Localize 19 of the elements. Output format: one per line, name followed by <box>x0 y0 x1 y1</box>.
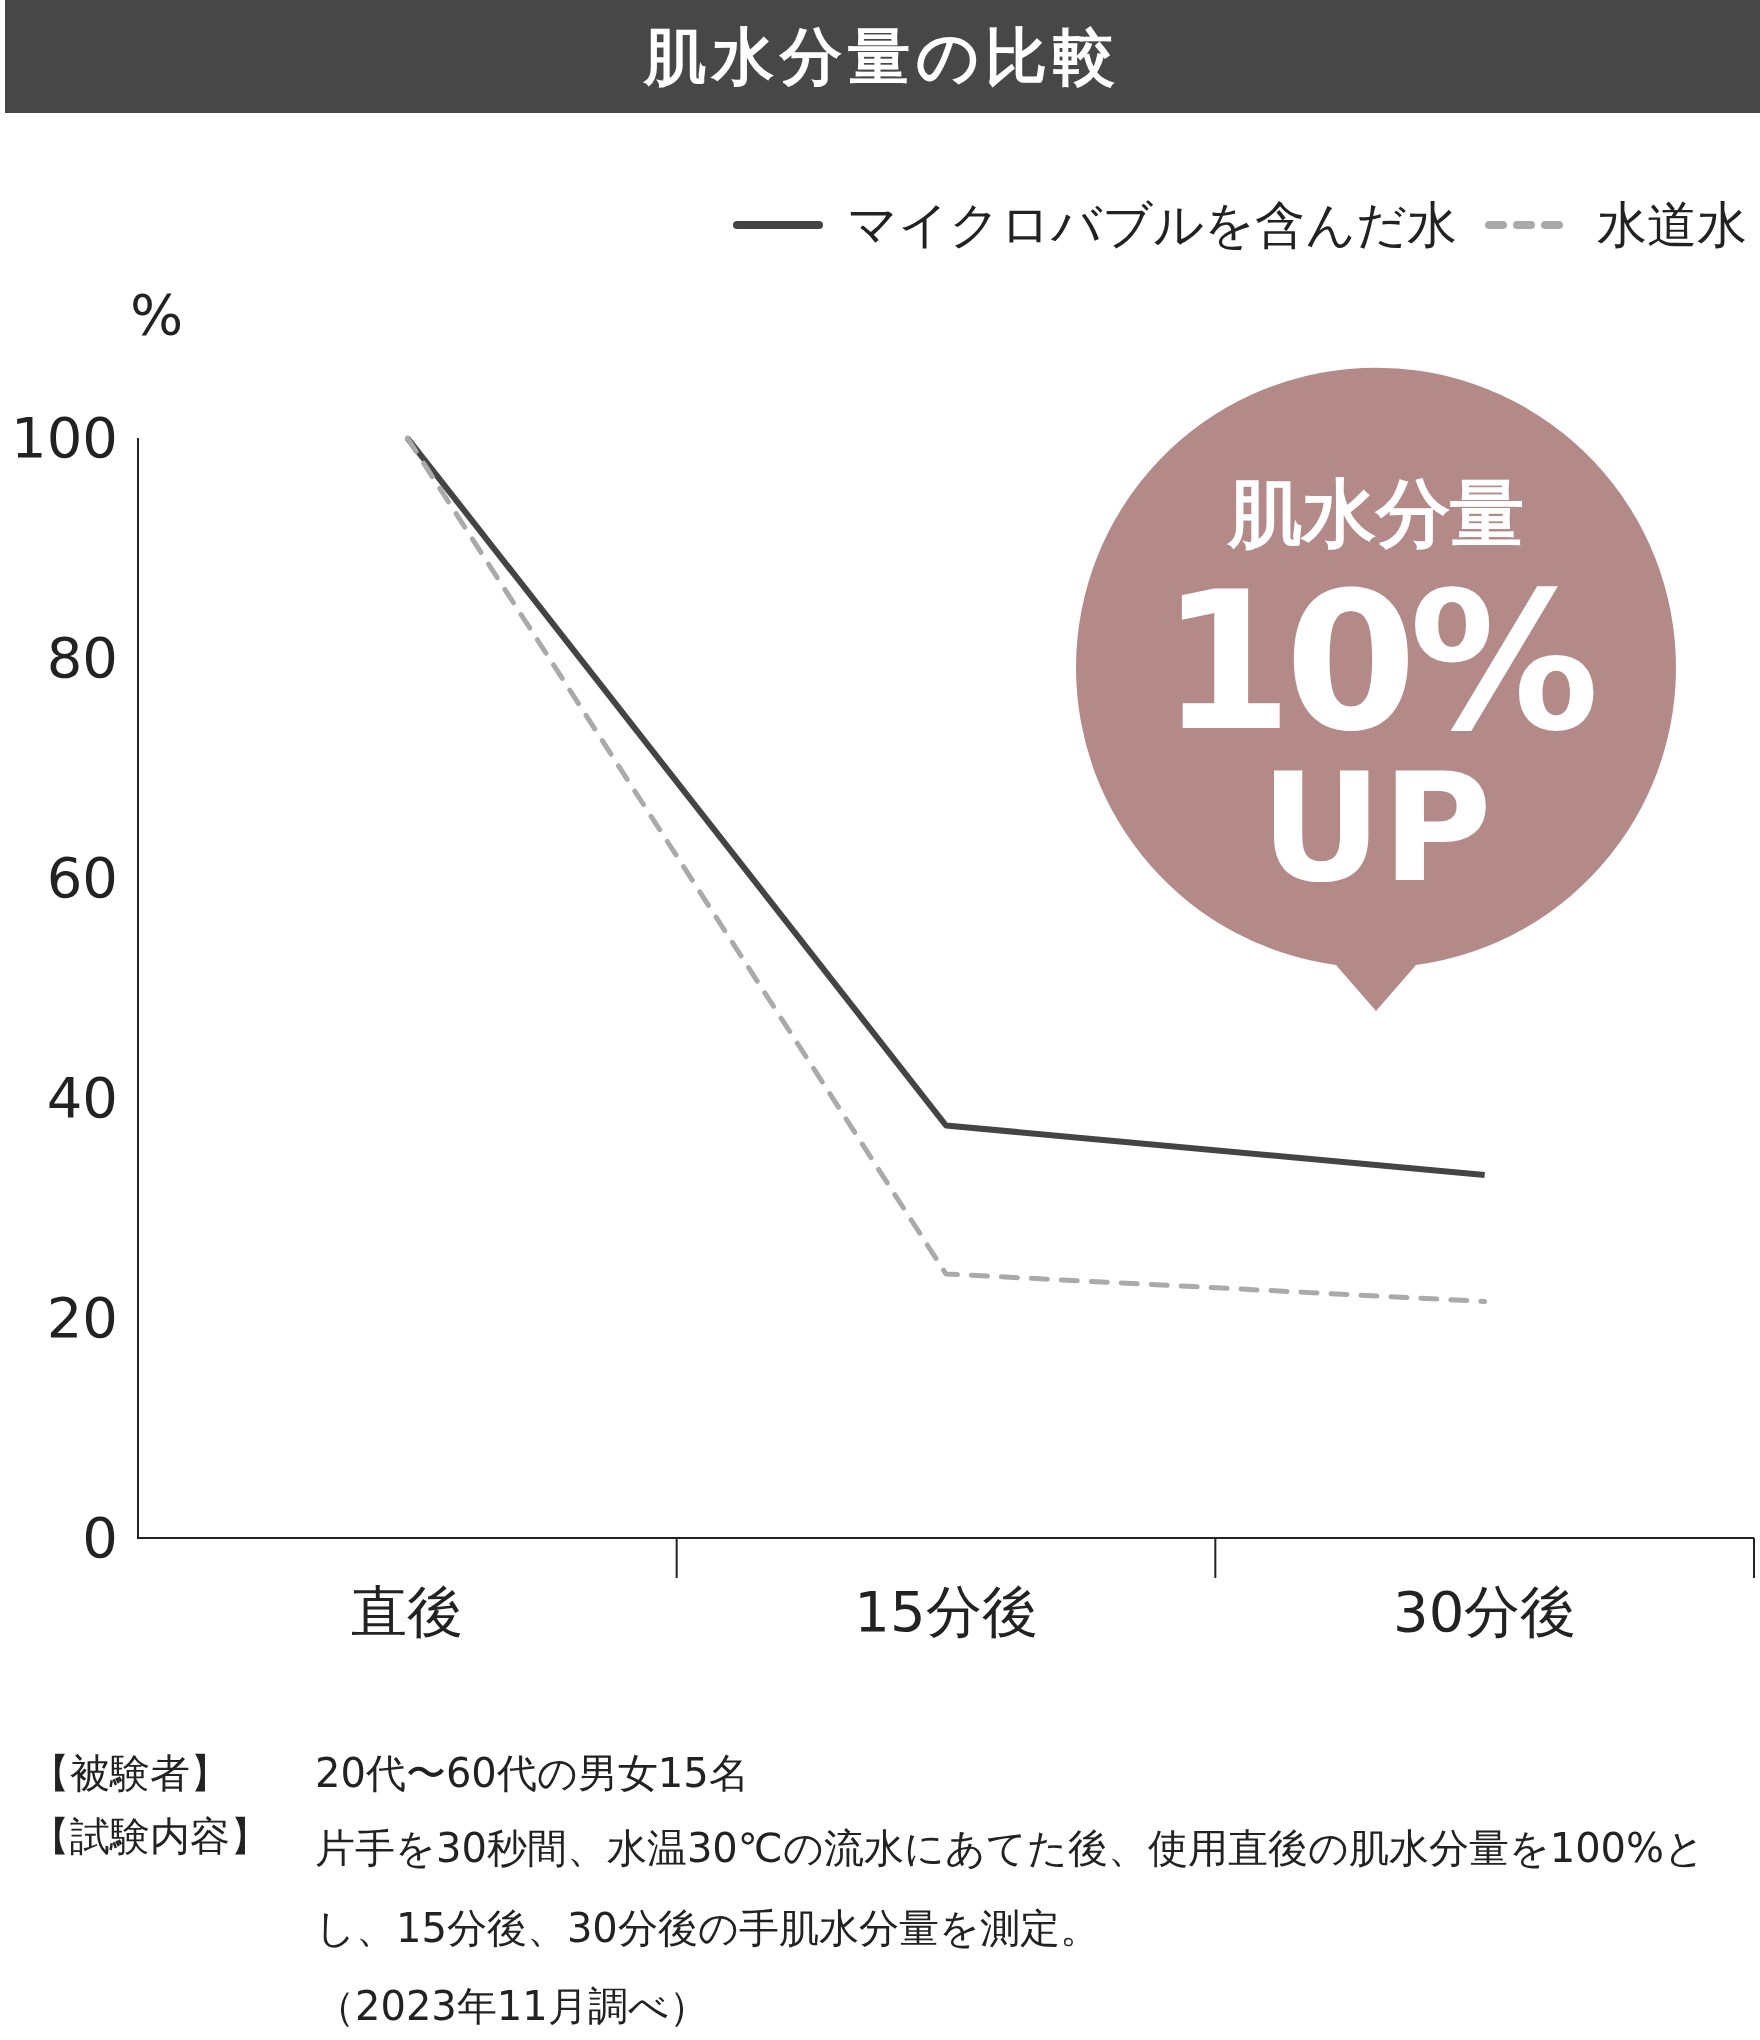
tick-label: 80 <box>46 626 118 690</box>
tick-label: 20 <box>46 1286 118 1350</box>
note-text: 【試験内容】 <box>30 1812 270 1861</box>
tick-label: 40 <box>46 1066 118 1130</box>
tick-label: 0 <box>82 1506 118 1570</box>
category-label: 15分後 <box>853 1580 1039 1644</box>
tick-label: 60 <box>46 846 118 910</box>
bubble-heading: 肌水分量 <box>1226 469 1525 558</box>
legend-text: マイクロバブルを含んだ水 <box>847 195 1457 256</box>
note-text: 20代〜60代の男女15名 <box>315 1749 749 1798</box>
category-label: 直後 <box>350 1580 465 1644</box>
legend-text: 水道水 <box>1597 195 1747 256</box>
note-text: （2023年11月調べ） <box>315 1982 709 2031</box>
note-text: 【被験者】 <box>30 1749 230 1798</box>
category-label: 30分後 <box>1392 1580 1578 1644</box>
note-text: 片手を30秒間、水温30℃の流水にあてた後、使用直後の肌水分量を100%とし、15分後、30分後の手肌水分量を測定。 <box>315 1824 1707 1953</box>
title-bar: 肌水分量の比較 <box>5 0 1760 113</box>
axis-label: % <box>130 283 184 347</box>
tick-label: 100 <box>11 406 118 470</box>
